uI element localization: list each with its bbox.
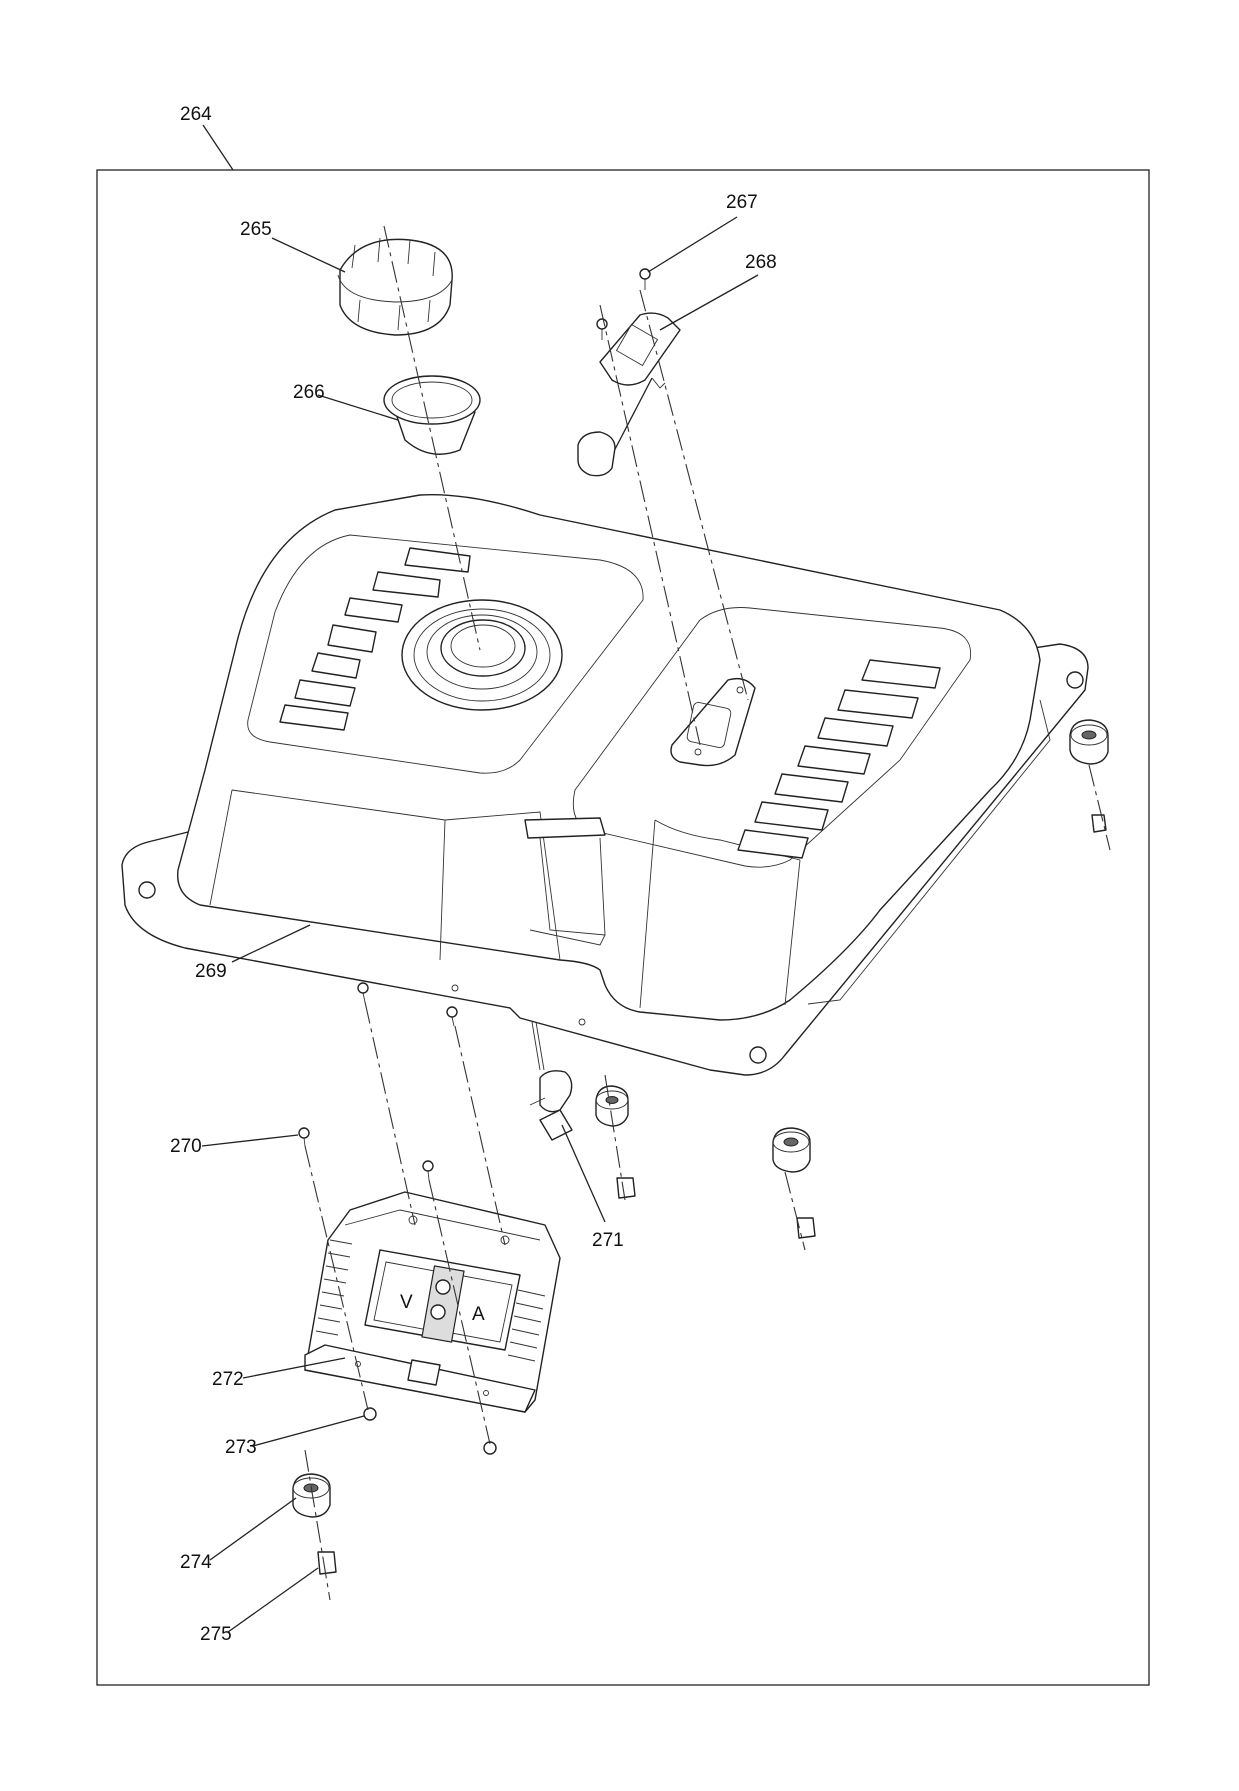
- callout-273: 273: [225, 1437, 257, 1458]
- callout-267: 267: [726, 192, 758, 213]
- panel-label-a: A: [472, 1304, 485, 1325]
- diagram-frame: [96, 169, 1150, 1686]
- assembly-axes: [304, 225, 1111, 1601]
- fuel-valve: [529, 1021, 573, 1141]
- callout-275: 275: [200, 1624, 232, 1645]
- callout-265: 265: [240, 219, 272, 240]
- callout-268: 268: [745, 252, 777, 273]
- callout-274: 274: [180, 1552, 212, 1573]
- callout-271: 271: [592, 1230, 624, 1251]
- strainer: [383, 375, 481, 455]
- callout-264: 264: [180, 104, 212, 125]
- screws: [298, 982, 497, 1455]
- callout-270: 270: [170, 1136, 202, 1157]
- leader-lines: [201, 124, 759, 1633]
- rubber-mounts: [292, 719, 1109, 1575]
- control-panel: V A: [304, 1191, 561, 1413]
- fuel-cap: [337, 237, 453, 336]
- callout-labels: 264 265 266 267 268 269 270 271 272 273 …: [170, 104, 777, 1645]
- fuel-gauge: [577, 312, 681, 477]
- callout-269: 269: [195, 961, 227, 982]
- callout-272: 272: [212, 1369, 244, 1390]
- callout-266: 266: [293, 382, 325, 403]
- panel-label-v: V: [400, 1292, 413, 1313]
- fuel-tank: [121, 493, 1089, 1076]
